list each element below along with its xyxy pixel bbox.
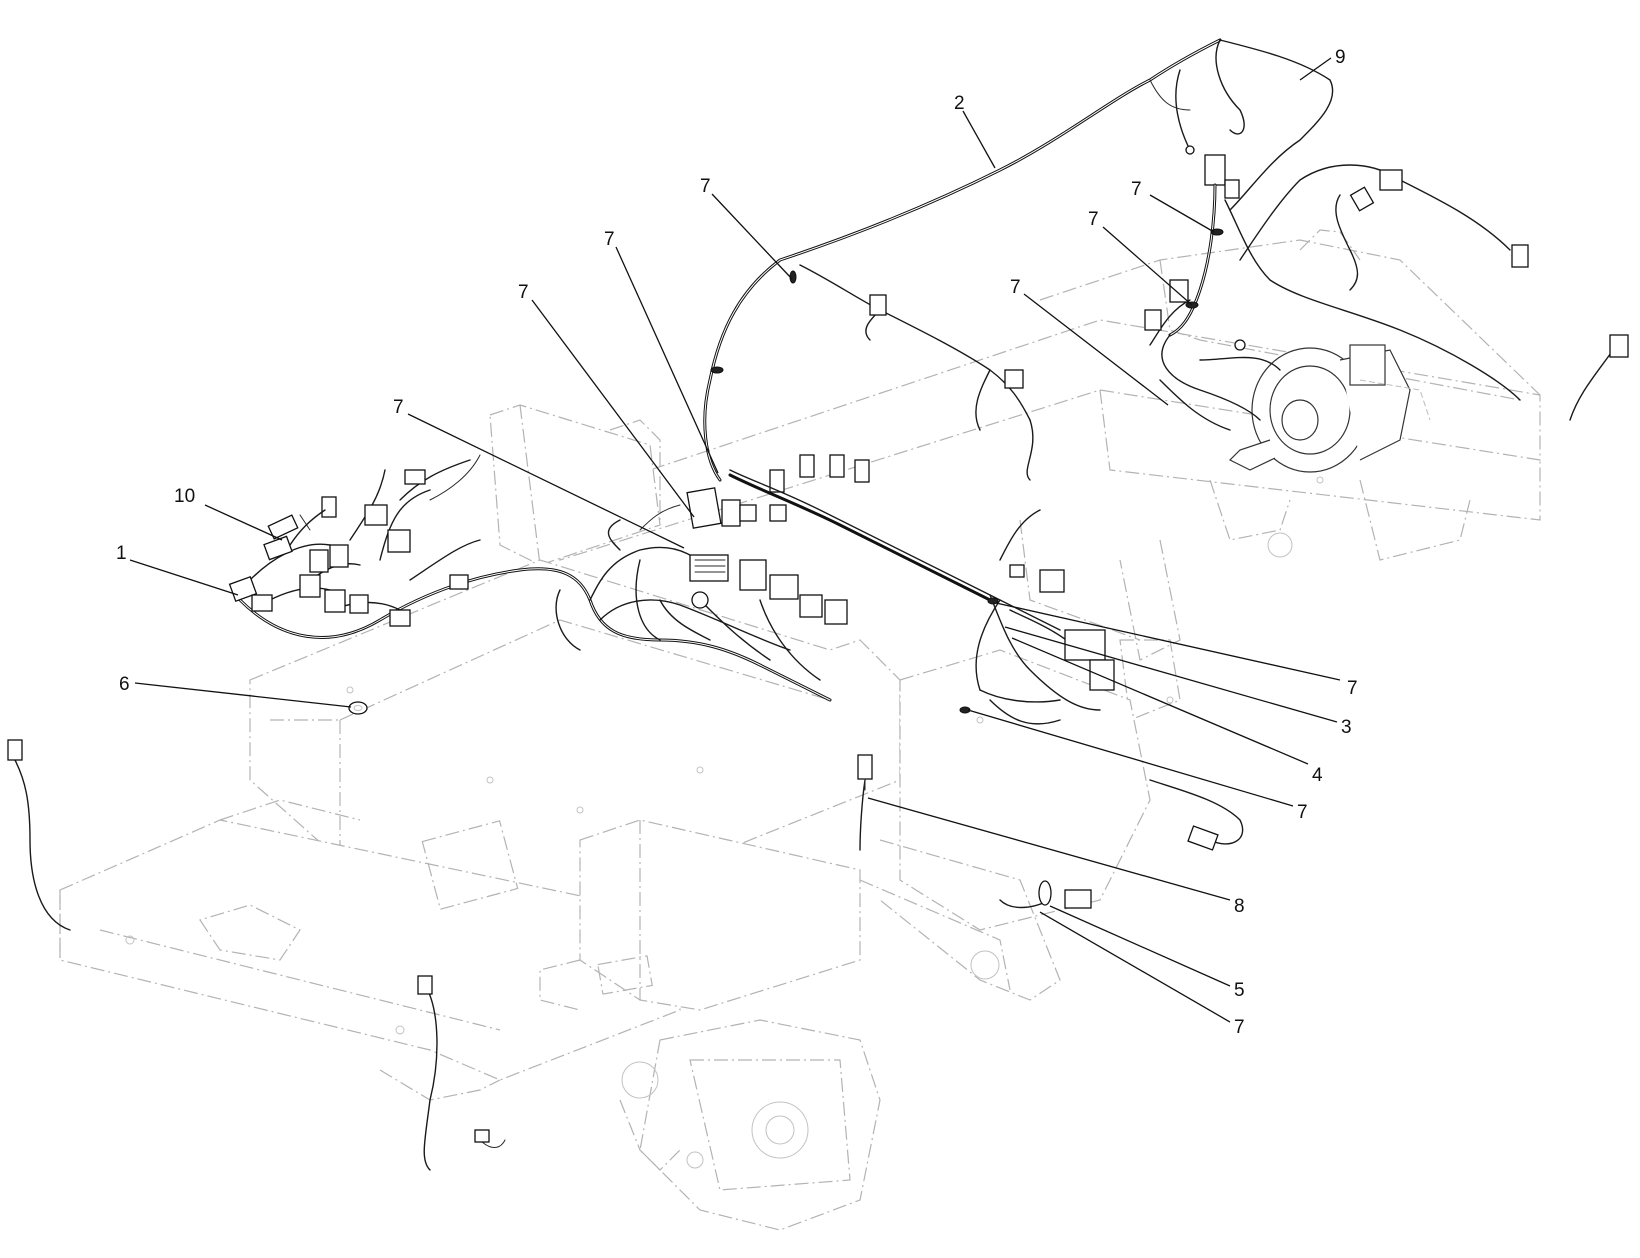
callout-7-overhead: 7 xyxy=(700,176,711,197)
callout-4: 4 xyxy=(1312,765,1323,786)
callout-3: 3 xyxy=(1341,717,1352,738)
callout-7-right-lower: 7 xyxy=(1297,802,1308,823)
callout-7-right-upper: 7 xyxy=(1347,678,1358,699)
callout-2: 2 xyxy=(954,93,965,114)
callout-7-rear-mid: 7 xyxy=(1088,209,1099,230)
callout-7-rear-lower: 7 xyxy=(1010,277,1021,298)
callout-9: 9 xyxy=(1335,47,1346,68)
callout-5: 5 xyxy=(1234,980,1245,1001)
callout-1: 1 xyxy=(116,543,127,564)
callout-8: 8 xyxy=(1234,896,1245,917)
callout-7-switch: 7 xyxy=(1234,1017,1245,1038)
callout-6: 6 xyxy=(119,674,130,695)
main-harness xyxy=(7,38,1629,1171)
hydraulic-pump xyxy=(1228,344,1431,473)
callout-10: 10 xyxy=(174,486,195,507)
callout-7-column: 7 xyxy=(604,229,615,250)
callout-7-harness-left: 7 xyxy=(393,397,404,418)
callout-7-console: 7 xyxy=(518,282,529,303)
callout-leaders xyxy=(129,57,1341,1023)
callout-7-rear-upper: 7 xyxy=(1131,179,1142,200)
callout-labels: 10 1 6 7 7 7 7 2 9 7 7 7 7 3 4 7 8 5 7 xyxy=(116,47,1358,1038)
